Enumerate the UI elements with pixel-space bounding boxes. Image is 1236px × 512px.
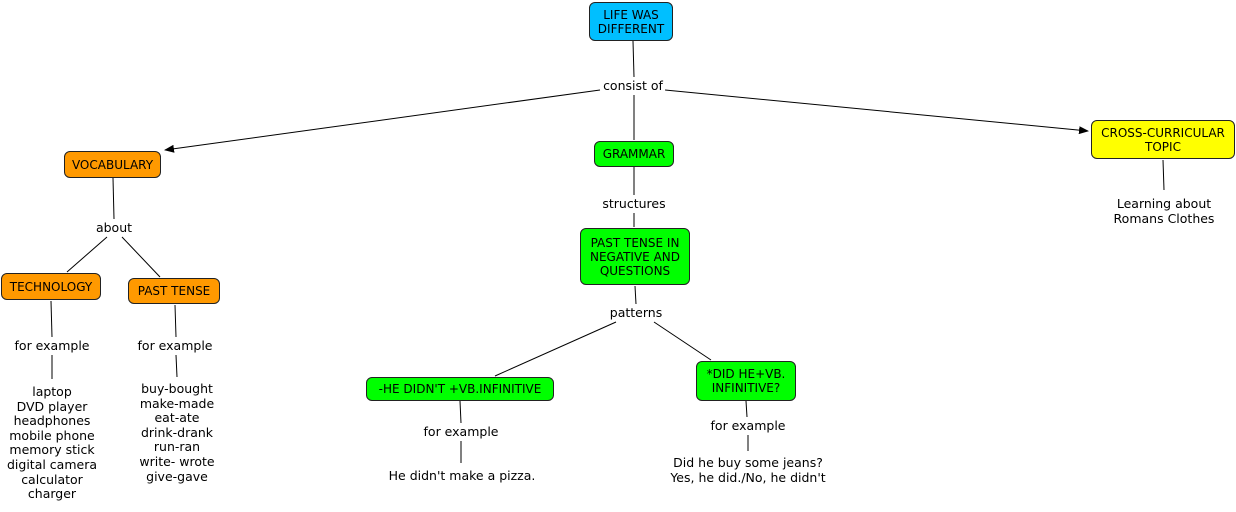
line-for-example-to-past-list xyxy=(175,354,178,378)
line-vocabulary-to-about xyxy=(112,177,115,220)
arrow-to-vocabulary xyxy=(164,89,601,153)
line-negative-to-for-example xyxy=(459,400,462,424)
arrow-to-topic xyxy=(664,89,1089,135)
list-item: digital camera xyxy=(6,456,98,472)
negative-example: He didn't make a pizza. xyxy=(388,468,536,484)
line-past-neg-to-patterns xyxy=(634,285,637,305)
line-topic-to-example xyxy=(1162,159,1165,191)
link-for-example-negative: for example xyxy=(421,424,501,440)
list-item: run-ran xyxy=(153,439,201,455)
link-patterns: patterns xyxy=(607,305,665,321)
technology-examples: laptop DVD player headphones mobile phon… xyxy=(6,384,98,502)
line-patterns-to-question xyxy=(653,321,712,361)
node-past-tense[interactable]: PAST TENSE xyxy=(128,278,220,304)
link-for-example-technology: for example xyxy=(12,338,92,354)
link-for-example-past-tense: for example xyxy=(135,338,215,354)
line-past-tense-to-for-example xyxy=(174,304,177,338)
question-example: Did he buy some jeans? Yes, he did./No, … xyxy=(670,455,826,485)
node-grammar[interactable]: GRAMMAR xyxy=(594,141,674,167)
node-negative-pattern[interactable]: -HE DIDN'T +VB.INFINITIVE xyxy=(366,377,554,401)
line-technology-to-for-example xyxy=(50,300,53,338)
list-item: He didn't make a pizza. xyxy=(388,468,536,483)
list-item: DVD player xyxy=(16,398,88,414)
list-item: Did he buy some jeans? xyxy=(673,455,823,470)
list-item: mobile phone xyxy=(9,427,95,443)
list-item: eat-ate xyxy=(154,410,200,426)
line-root-to-consist xyxy=(632,40,635,78)
list-item: memory stick xyxy=(9,442,95,458)
topic-example: Learning about Romans Clothes xyxy=(1113,196,1215,226)
list-item: calculator xyxy=(21,471,83,487)
list-item: drink-drank xyxy=(140,424,214,440)
list-item: charger xyxy=(27,486,77,502)
list-item: Romans Clothes xyxy=(1113,210,1215,226)
line-about-to-technology xyxy=(66,236,108,273)
list-item: write- wrote xyxy=(139,453,215,469)
line-question-to-for-example xyxy=(745,400,748,418)
node-past-tense-negative-questions[interactable]: PAST TENSE IN NEGATIVE AND QUESTIONS xyxy=(580,228,690,285)
list-item: make-made xyxy=(139,395,215,411)
line-patterns-to-negative xyxy=(494,321,617,377)
list-item: Yes, he did./No, he didn't xyxy=(670,469,826,485)
node-vocabulary[interactable]: VOCABULARY xyxy=(64,151,161,178)
list-item: give-gave xyxy=(146,468,208,484)
node-cross-curricular-topic[interactable]: CROSS-CURRICULAR TOPIC xyxy=(1091,120,1235,159)
past-tense-examples: buy-bought make-made eat-ate drink-drank… xyxy=(139,381,215,484)
node-question-pattern[interactable]: *DID HE+VB. INFINITIVE? xyxy=(696,361,796,401)
link-consist-of: consist of xyxy=(601,78,665,94)
list-item: buy-bought xyxy=(141,381,213,396)
link-about: about xyxy=(93,220,135,236)
node-technology[interactable]: TECHNOLOGY xyxy=(1,273,101,300)
link-structures: structures xyxy=(600,196,668,212)
line-about-to-past-tense xyxy=(121,236,161,278)
link-for-example-question: for example xyxy=(708,418,788,434)
list-item: laptop xyxy=(32,384,72,399)
node-life-was-different[interactable]: LIFE WAS DIFFERENT xyxy=(589,2,673,41)
list-item: headphones xyxy=(13,413,91,429)
list-item: Learning about xyxy=(1116,196,1212,211)
